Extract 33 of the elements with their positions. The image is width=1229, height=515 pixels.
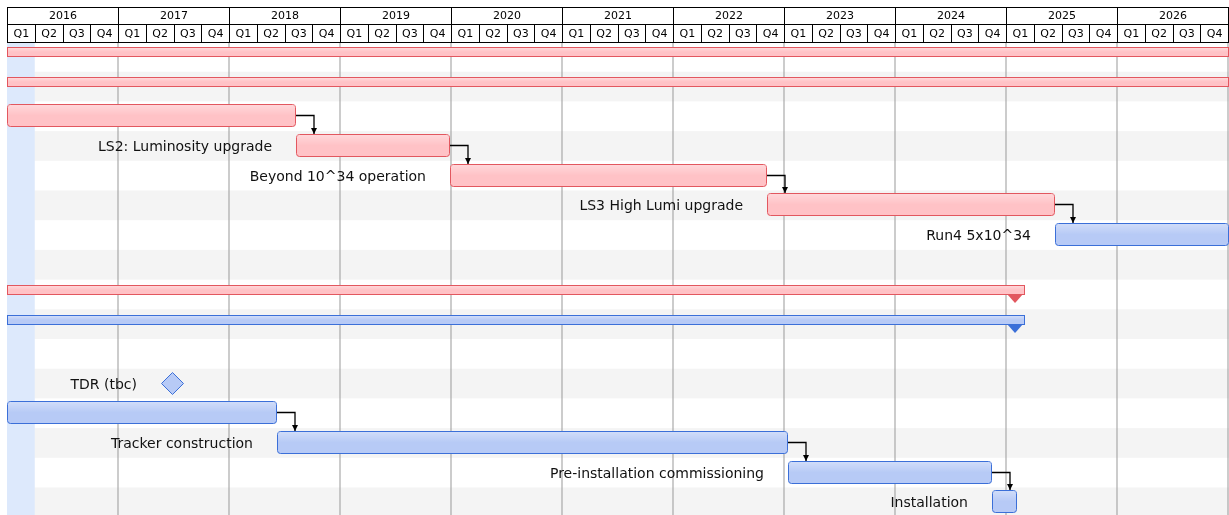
dependency-arrow <box>787 441 810 462</box>
task-label: Installation <box>890 492 968 511</box>
summary-bar <box>7 47 1229 57</box>
dependency-arrow <box>1054 203 1077 224</box>
task-label: Tracker construction <box>110 433 253 452</box>
dependency-arrow <box>449 144 472 165</box>
milestone-diamond <box>161 372 184 395</box>
year-header: 2016 <box>7 7 119 25</box>
summary-bar <box>7 77 1229 87</box>
summary-bar <box>7 315 1025 333</box>
task-bar <box>7 401 277 424</box>
task-label: Pre-installation commissioning <box>549 463 764 482</box>
task-label: LS3 High Lumi upgrade <box>579 195 743 214</box>
quarter-header: Q4 <box>1200 24 1229 43</box>
task-bar <box>767 193 1055 216</box>
dependency-arrow <box>991 471 1014 491</box>
task-label: LS2: Luminosity upgrade <box>97 136 272 155</box>
task-bar <box>7 104 296 127</box>
summary-bar <box>7 285 1025 303</box>
task-label: TDR (tbc) <box>70 374 137 393</box>
task-label: Run4 5x10^34 <box>926 225 1031 244</box>
task-label: Beyond 10^34 operation <box>249 166 426 185</box>
task-bar <box>1055 223 1229 246</box>
task-bar <box>450 164 767 187</box>
task-bar <box>992 490 1017 513</box>
quarter-header: Q1 <box>7 24 36 43</box>
dependency-arrow <box>295 114 318 135</box>
year-header: 2026 <box>1117 7 1229 25</box>
task-bar <box>277 431 788 454</box>
task-bar <box>788 461 992 484</box>
dependency-arrow <box>276 411 299 432</box>
task-bar <box>296 134 450 157</box>
dependency-arrow <box>766 174 789 194</box>
